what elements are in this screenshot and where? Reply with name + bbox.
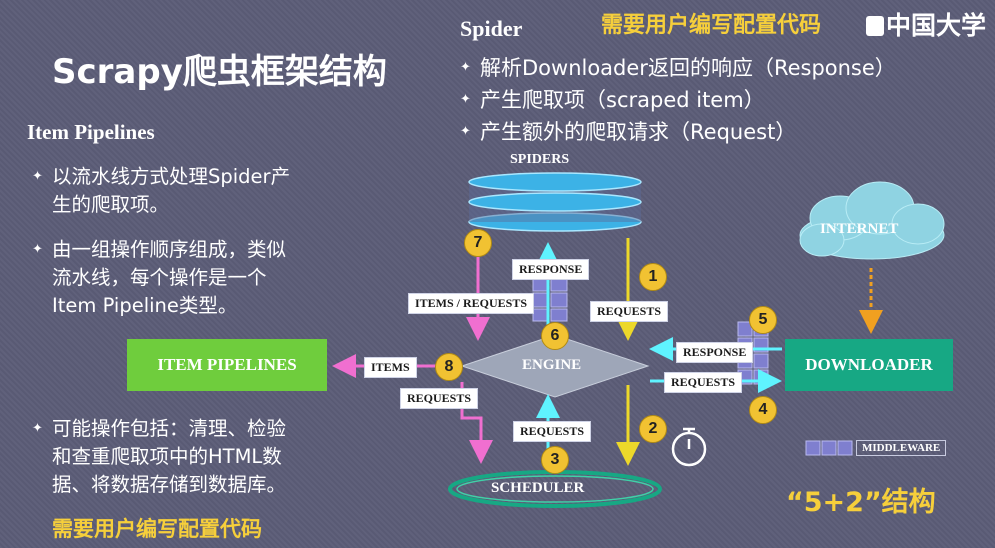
stopwatch-icon — [671, 427, 707, 467]
label-response-top: RESPONSE — [512, 259, 590, 280]
step-2: 2 — [639, 415, 667, 443]
internet-cloud — [799, 181, 945, 260]
downloader-box: DOWNLOADER — [785, 339, 953, 391]
spider-heading: Spider — [460, 16, 523, 41]
item-pipelines-box: ITEM PIPELINES — [127, 339, 327, 391]
page-title: Scrapy爬虫框架结构 — [52, 52, 387, 92]
label-requests-1: REQUESTS — [590, 301, 669, 322]
spider-item: ✦产生爬取项（scraped item） — [460, 88, 765, 112]
label-items-requests: ITEMS / REQUESTS — [408, 293, 535, 314]
step-6: 6 — [541, 322, 569, 350]
label-response-dl: RESPONSE — [676, 342, 754, 363]
top-note: 需要用户编写配置代码 — [601, 13, 822, 38]
step-3: 3 — [541, 446, 569, 474]
pipelines-bullet-3: ✦可能操作包括：清理、检验 和查重爬取项中的HTML数 据、将数据存储到数据库。 — [32, 417, 287, 496]
spiders-label: SPIDERS — [510, 152, 570, 167]
pipelines-heading: Item Pipelines — [27, 120, 155, 144]
spider-item: ✦解析Downloader返回的响应（Response） — [460, 56, 896, 80]
label-requests-3: REQUESTS — [513, 421, 592, 442]
middleware-legend-label: MIDDLEWARE — [856, 440, 947, 456]
spider-item: ✦产生额外的爬取请求（Request） — [460, 120, 797, 144]
watermark: 中国大学 — [866, 6, 986, 42]
pipelines-bullet-2: ✦由一组操作顺序组成，类似 流水线，每个操作是一个 Item Pipeline类… — [32, 238, 287, 317]
structure-label: “5+2”结构 — [786, 487, 936, 518]
spider-list: ✦解析Downloader返回的响应（Response） ✦产生爬取项（scra… — [460, 52, 896, 148]
step-5: 5 — [749, 306, 777, 334]
spider-middleware-blocks — [532, 276, 568, 322]
pipelines-bullet-1: ✦以流水线方式处理Spider产 生的爬取项。 — [32, 165, 291, 216]
middleware-legend-blocks — [805, 440, 853, 456]
internet-label: INTERNET — [820, 221, 899, 237]
step-8: 8 — [435, 353, 463, 381]
step-7: 7 — [464, 229, 492, 257]
bottom-note: 需要用户编写配置代码 — [52, 517, 262, 541]
label-items: ITEMS — [364, 357, 417, 378]
label-requests-dl: REQUESTS — [664, 372, 743, 393]
spiders-stack — [468, 172, 642, 232]
scheduler-label: SCHEDULER — [491, 480, 585, 496]
label-requests-8: REQUESTS — [400, 388, 479, 409]
step-4: 4 — [749, 396, 777, 424]
engine-shape — [460, 334, 650, 398]
step-1: 1 — [639, 263, 667, 291]
logo-icon — [866, 16, 884, 36]
engine-label: ENGINE — [522, 357, 582, 373]
